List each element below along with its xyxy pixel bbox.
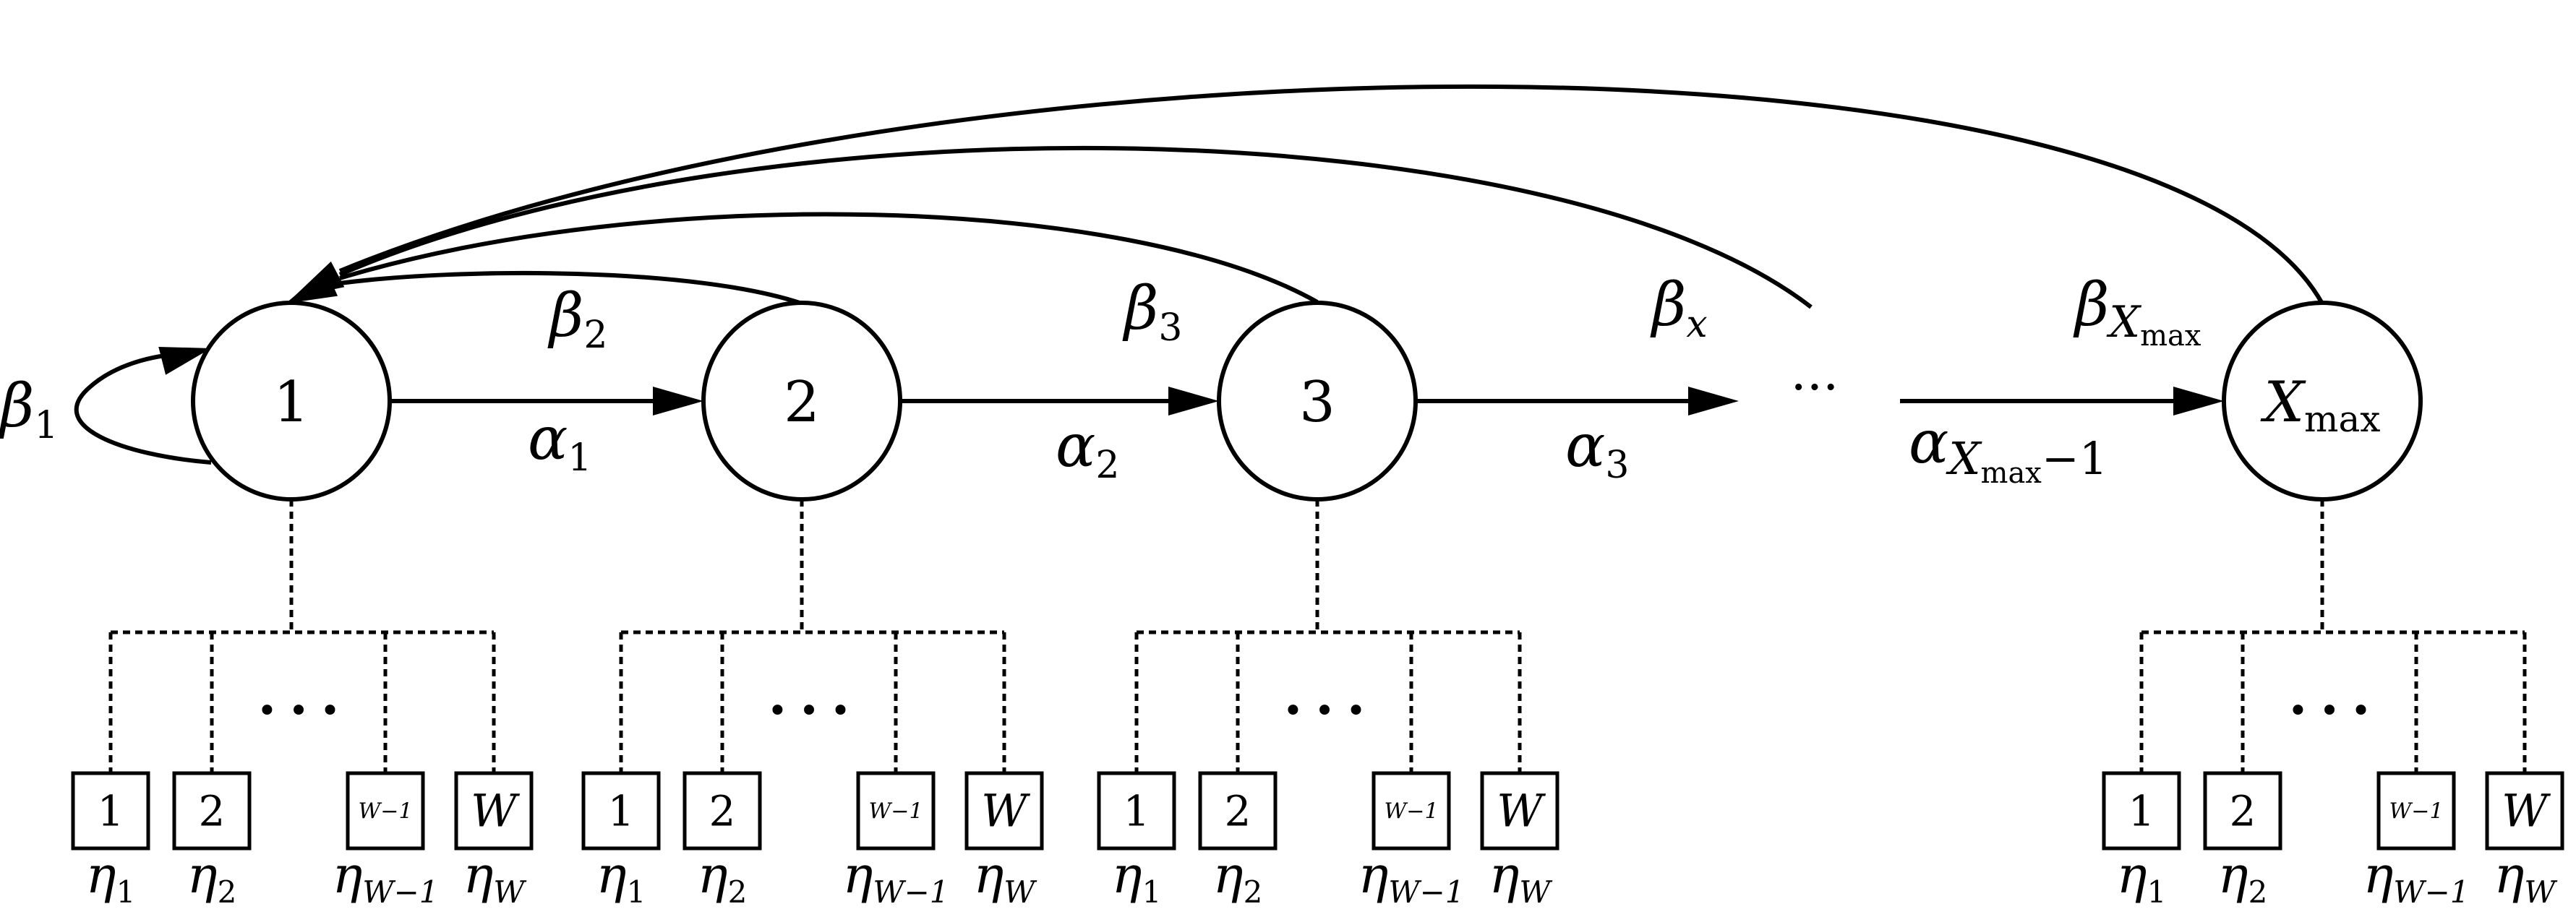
box-ellipsis: • • • xyxy=(257,691,340,731)
sub-box-label: 1 xyxy=(98,786,124,835)
eta-label: η1 xyxy=(596,845,646,910)
eta-label: ηW xyxy=(973,845,1037,910)
sub-box-2 xyxy=(1198,771,1278,851)
return-arrowhead-b xyxy=(293,261,345,298)
forward-arrowhead-1 xyxy=(653,387,703,416)
sub-box-1 xyxy=(71,771,150,851)
sub-box-label: W xyxy=(471,785,520,838)
forward-arrowhead-4 xyxy=(2173,387,2224,416)
sub-box-label: W−1 xyxy=(1384,799,1438,825)
edges-layer xyxy=(74,84,2324,465)
sub-box-2 xyxy=(172,771,252,851)
sub-box-3 xyxy=(346,771,425,851)
sub-box-1 xyxy=(581,771,661,851)
eta-label: ηW xyxy=(1489,845,1553,910)
eta-label: η2 xyxy=(187,845,237,910)
return-label-3: β3 xyxy=(1122,275,1183,350)
sub-box-label: W−1 xyxy=(358,799,412,825)
return-edge-x xyxy=(338,145,1813,309)
return-edge-3 xyxy=(339,212,1319,304)
self-loop-edge xyxy=(74,352,212,465)
sub-box-label: 2 xyxy=(1225,786,1251,835)
sub-box-label: 2 xyxy=(709,786,736,835)
sub-box-1 xyxy=(2102,771,2181,851)
eta-label: η2 xyxy=(2218,845,2268,910)
state-2-label: 2 xyxy=(784,370,820,435)
eta-label: ηW−1 xyxy=(2363,845,2469,910)
box-groups-layer: • • • 1 η1 2 η2 W−1 ηW−1 WηW • • • 1 η1 2 η2 W−1 ηW−1 W… xyxy=(71,499,2564,910)
eta-label: η2 xyxy=(1213,845,1263,910)
return-label-1: β1 xyxy=(0,372,59,447)
sub-box-label: 2 xyxy=(199,786,226,835)
sub-box-4 xyxy=(964,771,1044,851)
sub-box-label: W−1 xyxy=(2389,799,2443,825)
sub-box-4 xyxy=(1480,771,1559,851)
sub-box-label: W xyxy=(981,785,1030,838)
sub-box-3 xyxy=(856,771,936,851)
eta-label: η1 xyxy=(1112,845,1162,910)
self-loop-arrowhead xyxy=(158,346,211,375)
eta-label: η1 xyxy=(2117,845,2167,910)
box-group-state-2: • • • 1 η1 2 η2 W−1 ηW−1 WηW xyxy=(581,499,1044,910)
nodes-layer: 1 2 3 Xmax xyxy=(191,301,2423,501)
eta-label: ηW xyxy=(463,845,527,910)
box-ellipsis: • • • xyxy=(1283,691,1366,731)
forward-label-3: α3 xyxy=(1565,412,1629,487)
eta-label: ηW−1 xyxy=(842,845,949,910)
return-edge-2 xyxy=(339,270,803,306)
sub-box-label: 1 xyxy=(2128,786,2155,835)
eta-label: η1 xyxy=(86,845,136,910)
return-label-4: βx xyxy=(1650,271,1708,346)
state-1-label: 1 xyxy=(273,370,309,435)
eta-label: ηW−1 xyxy=(332,845,438,910)
sub-box-label: W xyxy=(2502,785,2551,838)
forward-label-4: αXmax−1 xyxy=(1909,408,2108,490)
sub-box-label: W xyxy=(1497,785,1546,838)
sub-box-label: 1 xyxy=(608,786,635,835)
eta-label: ηW xyxy=(2494,845,2558,910)
sub-box-label: 1 xyxy=(1124,786,1150,835)
eta-label: ηW−1 xyxy=(1358,845,1464,910)
chain-ellipsis: ··· xyxy=(1791,358,1839,417)
forward-arrowhead-3 xyxy=(1688,387,1739,416)
return-edge-xmax xyxy=(338,84,2324,305)
sub-box-2 xyxy=(682,771,762,851)
box-group-state-3: • • • 1 η1 2 η2 W−1 ηW−1 WηW xyxy=(1097,499,1559,910)
forward-label-1: α1 xyxy=(528,405,591,480)
eta-label: η2 xyxy=(698,845,748,910)
sub-box-2 xyxy=(2203,771,2282,851)
box-ellipsis: • • • xyxy=(2288,691,2371,731)
sub-box-label: 2 xyxy=(2230,786,2256,835)
sub-box-4 xyxy=(2485,771,2564,851)
state-3-label: 3 xyxy=(1299,370,1335,435)
sub-box-label: W−1 xyxy=(868,799,923,825)
sub-box-3 xyxy=(2376,771,2456,851)
forward-arrowhead-2 xyxy=(1168,387,1219,416)
sub-box-1 xyxy=(1097,771,1176,851)
box-group-state-xmax: • • • 1 η1 2 η2 W−1 ηW−1 WηW xyxy=(2102,499,2564,910)
return-label-2: β2 xyxy=(547,282,608,357)
box-ellipsis: • • • xyxy=(767,691,850,731)
state-xmax-label: Xmax xyxy=(2260,370,2381,440)
sub-box-3 xyxy=(1372,771,1451,851)
labels-layer: α1 α2 α3 αXmax−1 ··· β1 β2 β3 βx βXmax xyxy=(0,271,2201,490)
box-group-state-1: • • • 1 η1 2 η2 W−1 ηW−1 WηW xyxy=(71,499,534,910)
forward-label-2: α2 xyxy=(1056,412,1119,487)
return-label-5: βXmax xyxy=(2073,271,2201,353)
sub-box-4 xyxy=(454,771,534,851)
